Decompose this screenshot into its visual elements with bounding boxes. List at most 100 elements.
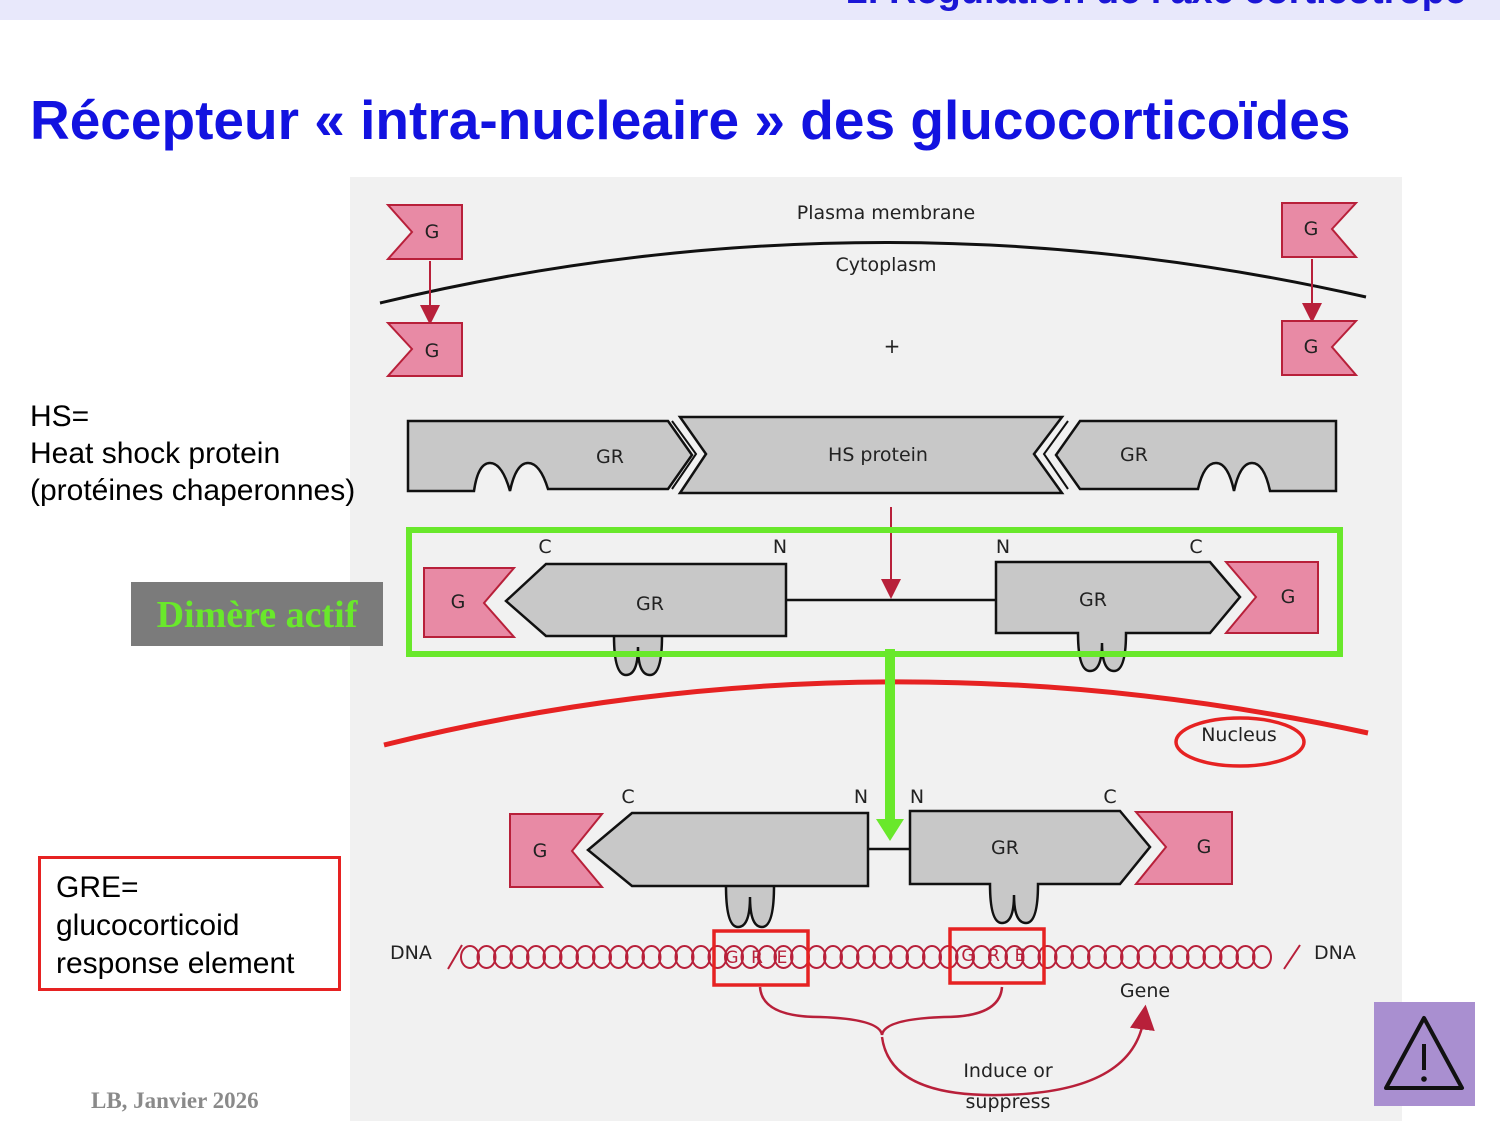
svg-text:GR: GR xyxy=(991,837,1019,859)
dna-coil xyxy=(1087,945,1107,969)
ligand-inside-right: G xyxy=(1281,320,1359,376)
hs-note-line1: HS= xyxy=(30,400,90,433)
hs-note-line3: (protéines chaperonnes) xyxy=(30,474,356,507)
dna-coil xyxy=(1235,945,1256,969)
dna-coil xyxy=(889,945,909,969)
gre-site-left: G R E xyxy=(712,929,810,987)
gr-left-receptor xyxy=(406,419,694,493)
dna-coil xyxy=(460,945,480,969)
nucleus-highlight xyxy=(1174,716,1306,768)
regulation-arrow xyxy=(880,1004,1155,1097)
dna-coil xyxy=(559,945,579,969)
dna-coil xyxy=(1186,945,1206,969)
dna-coil xyxy=(592,945,612,969)
dna-coil xyxy=(493,945,513,969)
dna-coil xyxy=(1120,945,1140,969)
active-dimer: C N N C G GR GR G xyxy=(423,536,1319,677)
dna-coil xyxy=(806,945,827,969)
dna-coil xyxy=(724,945,744,969)
dimere-actif-label: Dimère actif xyxy=(156,594,358,636)
ligand-top-right: G xyxy=(1281,202,1359,258)
svg-text:GR: GR xyxy=(1120,444,1148,466)
footer-author: LB, Janvier 2026 xyxy=(91,1088,259,1113)
induce-label: Induce or xyxy=(963,1060,1053,1082)
dna-coil xyxy=(757,945,777,969)
dna-coil xyxy=(707,945,728,969)
svg-text:C: C xyxy=(1189,536,1202,558)
regulation-bracket xyxy=(758,986,1004,1036)
dna-coil xyxy=(1136,945,1157,969)
gre-note-line3: response element xyxy=(56,947,295,980)
dna-coil xyxy=(1021,945,1041,969)
svg-text:G: G xyxy=(725,948,738,968)
plus-sign: + xyxy=(884,334,901,358)
dna-coil xyxy=(575,945,596,969)
dna-coil xyxy=(1153,945,1173,969)
dna-coil xyxy=(1219,945,1239,969)
svg-text:E: E xyxy=(1015,946,1026,966)
dna-coil xyxy=(1169,945,1190,969)
dna-coil xyxy=(988,945,1008,969)
gre-note-line1: GRE= xyxy=(56,871,139,904)
dna-coil xyxy=(476,945,497,969)
gre-definition: GRE= glucocorticoid response element xyxy=(56,869,294,983)
gr-right-receptor xyxy=(1054,419,1338,493)
dna-coil xyxy=(608,945,629,969)
dna-strand: DNA DNA xyxy=(390,942,1356,970)
dna-coil xyxy=(1202,945,1223,969)
receptor-diagram: Plasma membrane Cytoplasm + G G G G GR H… xyxy=(350,177,1402,1121)
dna-coil xyxy=(839,945,860,969)
plasma-membrane xyxy=(379,241,1367,305)
suppress-label: suppress xyxy=(966,1091,1051,1113)
svg-text:G: G xyxy=(1304,336,1319,358)
ligand-inside-left: G xyxy=(385,322,463,377)
gre-site-right: G R E xyxy=(948,927,1046,985)
warning-triangle-icon[interactable] xyxy=(1374,1002,1475,1106)
dna-coil xyxy=(1004,945,1025,969)
dna-bound-dimer: C N N C G GR G xyxy=(509,786,1233,929)
dna-coil xyxy=(971,945,992,969)
dna-coil xyxy=(674,945,695,969)
header-bar: 2. Régulation de l'axe corticotrope xyxy=(0,0,1500,20)
svg-text:E: E xyxy=(777,948,788,968)
svg-text:G: G xyxy=(1304,218,1319,240)
dna-coil xyxy=(740,945,761,969)
svg-text:G: G xyxy=(1281,586,1296,608)
dimere-actif-label-box: Dimère actif xyxy=(131,582,383,646)
dna-coil xyxy=(1103,945,1124,969)
active-dimer-highlight xyxy=(406,527,1343,657)
section-header: 2. Régulation de l'axe corticotrope xyxy=(847,0,1466,13)
svg-text:DNA: DNA xyxy=(1314,942,1356,964)
hs-protein-label: HS protein xyxy=(828,444,928,466)
dna-coil xyxy=(1252,945,1272,969)
svg-text:G: G xyxy=(451,591,466,613)
svg-text:GR: GR xyxy=(1079,589,1107,611)
svg-text:GR: GR xyxy=(636,593,664,615)
svg-text:G: G xyxy=(425,340,440,362)
nucleus-label: Nucleus xyxy=(1201,724,1277,746)
svg-text:C: C xyxy=(621,786,634,808)
svg-text:G: G xyxy=(1197,836,1212,858)
dna-coil xyxy=(1070,945,1091,969)
svg-text:R: R xyxy=(751,948,763,968)
svg-text:GR: GR xyxy=(596,446,624,468)
svg-text:G: G xyxy=(533,840,548,862)
dna-coil xyxy=(509,945,530,969)
dna-coil xyxy=(691,945,711,969)
dna-coil xyxy=(542,945,563,969)
dna-coil xyxy=(658,945,678,969)
dna-coil xyxy=(773,945,794,969)
dna-coil xyxy=(955,945,975,969)
gr-hs-complex: GR HS protein GR xyxy=(406,415,1338,495)
plasma-membrane-label: Plasma membrane xyxy=(797,202,975,224)
svg-text:R: R xyxy=(988,946,1000,966)
svg-text:G: G xyxy=(425,221,440,243)
svg-text:N: N xyxy=(773,536,787,558)
hs-note-line2: Heat shock protein xyxy=(30,437,281,470)
gre-note-line2: glucocorticoid xyxy=(56,909,240,942)
svg-text:C: C xyxy=(1103,786,1116,808)
dna-coil xyxy=(905,945,926,969)
dna-coil xyxy=(922,945,942,969)
dna-coil xyxy=(1037,945,1058,969)
hs-protein xyxy=(677,415,1065,495)
